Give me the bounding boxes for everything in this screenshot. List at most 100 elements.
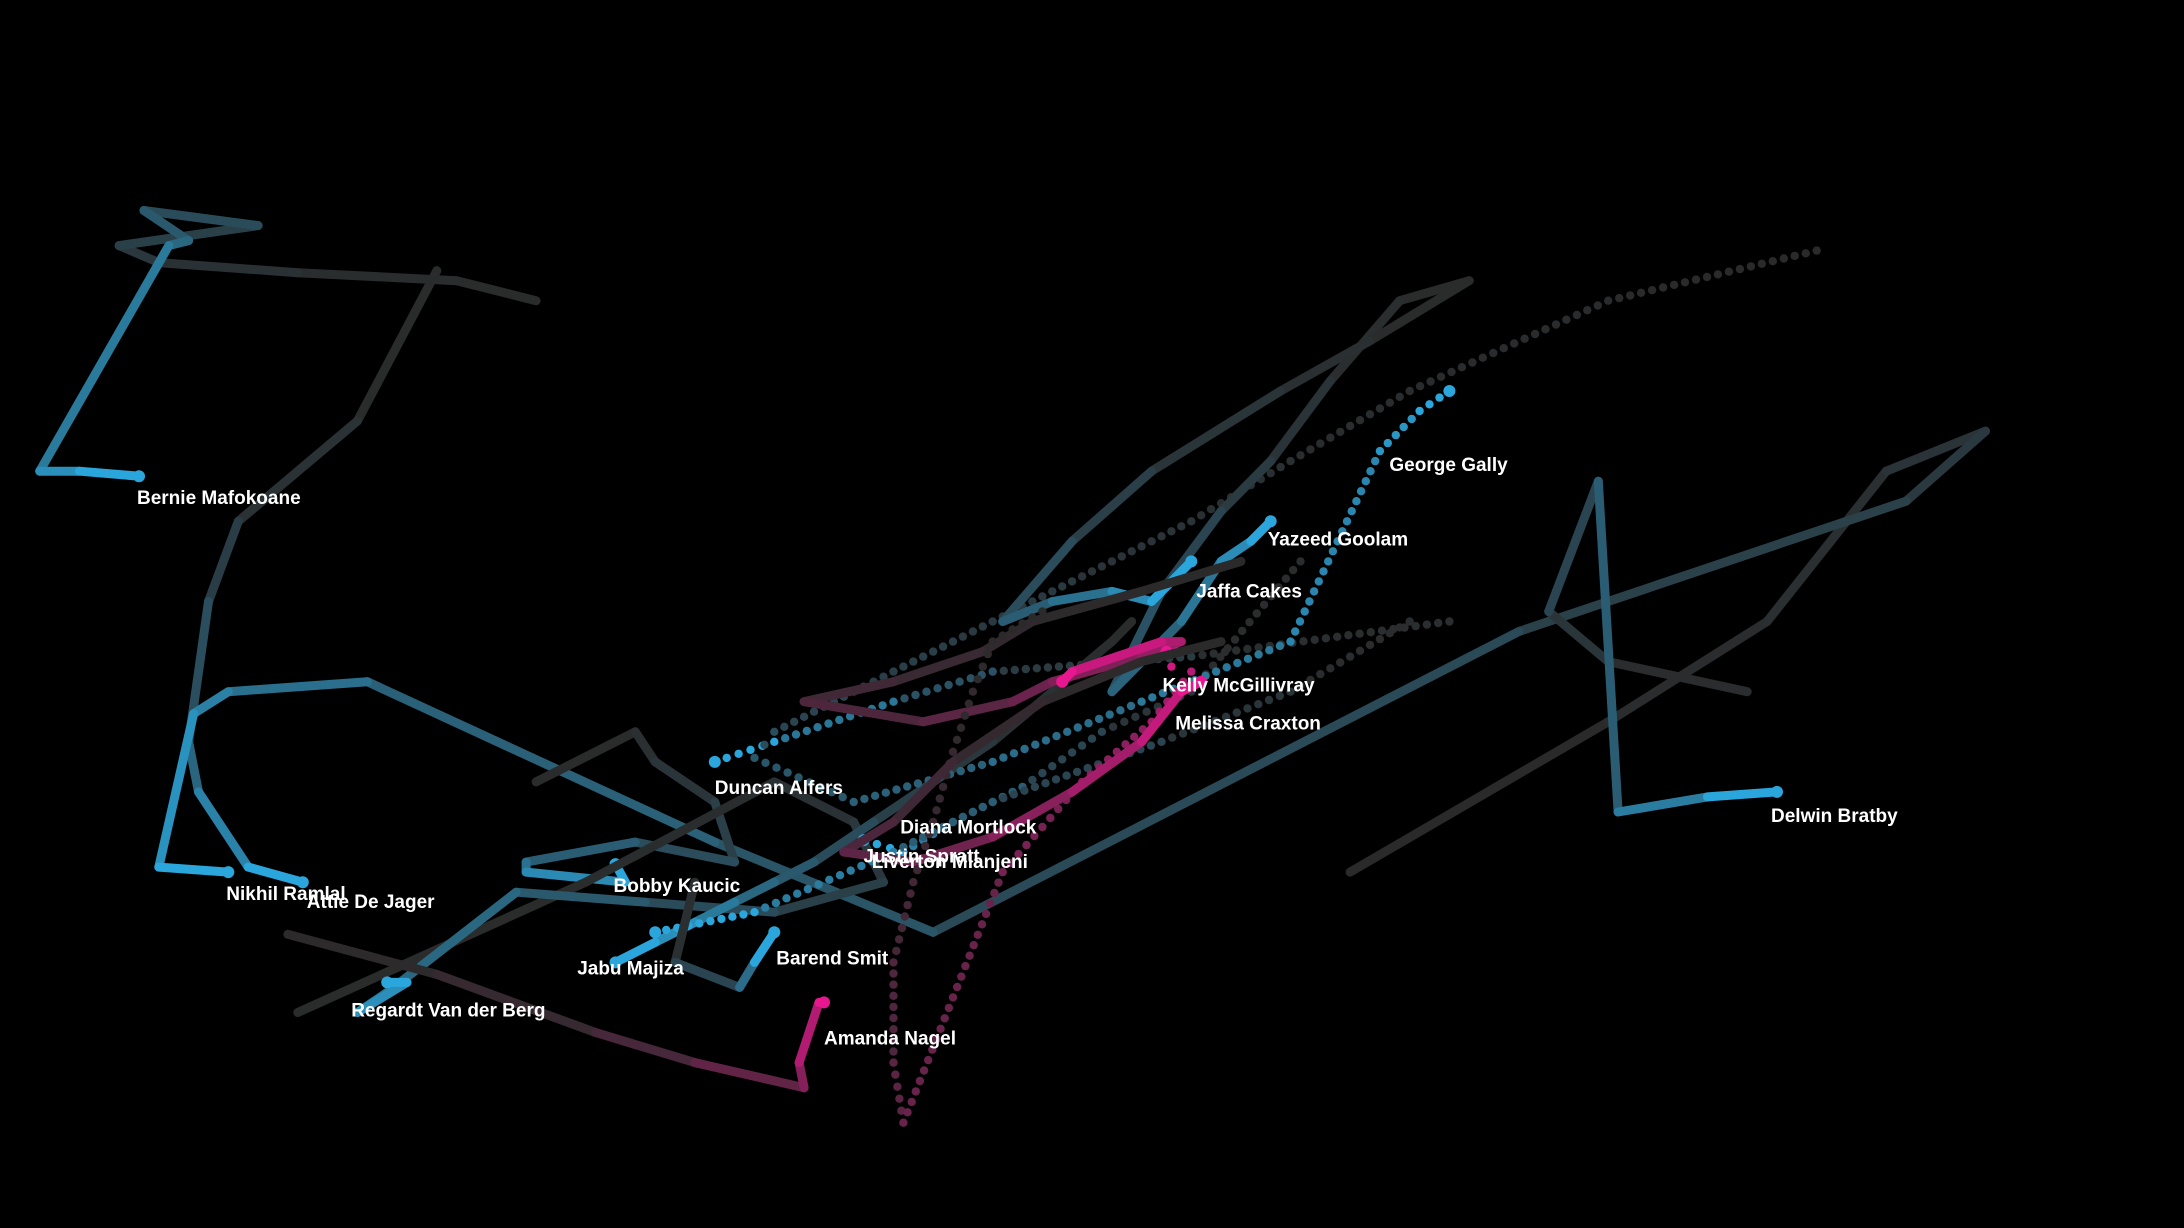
trail-dot bbox=[1189, 725, 1199, 734]
trail-dot bbox=[717, 914, 726, 924]
trail-dot bbox=[1243, 704, 1252, 713]
trail-dot bbox=[1030, 831, 1039, 841]
trail-dot bbox=[895, 1094, 904, 1103]
trail-segment bbox=[1881, 426, 1990, 476]
trail-segment bbox=[1603, 657, 1752, 697]
trail-dot bbox=[750, 753, 759, 763]
trail-segment bbox=[352, 266, 442, 426]
trail-dot bbox=[827, 788, 836, 797]
trail-dot bbox=[857, 861, 866, 871]
trail-segment bbox=[928, 627, 1524, 937]
trail-dot bbox=[813, 723, 822, 732]
trail-dot bbox=[906, 889, 915, 898]
trail-segment bbox=[630, 727, 660, 767]
trail-dot bbox=[1097, 727, 1107, 736]
trail-dot bbox=[1157, 532, 1166, 541]
trail-segment bbox=[74, 466, 144, 481]
trail-segment bbox=[799, 697, 928, 727]
trail-dot bbox=[1366, 467, 1375, 476]
trail-dot bbox=[911, 690, 920, 700]
trail-dot bbox=[1371, 456, 1380, 466]
trail-dot bbox=[1385, 629, 1395, 638]
trail-segment bbox=[611, 937, 660, 967]
trail-dot bbox=[968, 687, 978, 696]
trail-dot bbox=[1499, 344, 1508, 353]
trail-segment bbox=[35, 241, 174, 476]
trail-dot bbox=[1411, 621, 1420, 631]
trail-dot bbox=[988, 757, 997, 767]
trail-dot bbox=[1048, 587, 1057, 596]
trail-dot bbox=[928, 1045, 937, 1054]
trail-dot bbox=[948, 993, 958, 1002]
trail-dot bbox=[1405, 386, 1414, 396]
trail-dot bbox=[1426, 377, 1435, 386]
trail-dot bbox=[1177, 522, 1186, 531]
trail-segment bbox=[988, 787, 1077, 842]
trail-dot bbox=[889, 969, 898, 978]
trail-dot bbox=[968, 627, 978, 636]
trail-segment bbox=[769, 877, 888, 917]
trail-dot bbox=[761, 758, 770, 767]
trail-dot bbox=[1345, 421, 1355, 431]
series-label: Delwin Bratby bbox=[1771, 806, 1898, 827]
trail-segment bbox=[918, 697, 1018, 727]
trail-segment bbox=[1067, 737, 1147, 797]
trail-segment bbox=[1593, 476, 1623, 817]
trail-dot bbox=[1356, 487, 1366, 496]
trail-segment bbox=[154, 258, 303, 278]
trail-dot bbox=[1286, 456, 1295, 466]
trail-dot bbox=[1510, 339, 1519, 348]
trail-segment bbox=[1514, 496, 1911, 636]
trail-dot bbox=[1054, 804, 1063, 814]
trail-dot bbox=[1067, 748, 1077, 757]
trail-dot bbox=[1038, 768, 1047, 778]
trail-dot bbox=[1626, 291, 1635, 300]
trail-segment bbox=[531, 727, 640, 787]
trail-dot bbox=[870, 791, 880, 800]
trail-dot bbox=[802, 726, 811, 736]
trail-dot bbox=[988, 617, 997, 626]
series-diana-mortlock bbox=[799, 556, 1246, 727]
trail-dot bbox=[1366, 628, 1376, 637]
trail-dot bbox=[1520, 334, 1529, 343]
trail-dot bbox=[973, 930, 982, 939]
trail-dot bbox=[1647, 286, 1657, 295]
trail-dot bbox=[772, 763, 781, 772]
trail-dot bbox=[1746, 262, 1756, 271]
trail-dot bbox=[1020, 744, 1029, 754]
trail-dot bbox=[1028, 597, 1037, 606]
trail-segment bbox=[194, 787, 253, 872]
trail-dot bbox=[1604, 296, 1613, 305]
trail-dot bbox=[1385, 398, 1395, 407]
trail-dot bbox=[1274, 583, 1283, 592]
trail-dot bbox=[1383, 438, 1393, 448]
trail-dot bbox=[1216, 652, 1225, 662]
trail-dot bbox=[957, 972, 966, 981]
trail-segment bbox=[432, 969, 601, 1037]
trail-head-point bbox=[1185, 555, 1198, 568]
trail-dot bbox=[1179, 677, 1188, 686]
trail-dot bbox=[1310, 635, 1319, 644]
trail-dot bbox=[1790, 251, 1799, 261]
trail-dot bbox=[1344, 631, 1353, 640]
trail-head-point bbox=[1443, 385, 1456, 397]
series-label: Melissa Craxton bbox=[1175, 714, 1321, 735]
trail-dot bbox=[1316, 669, 1325, 679]
trail-dot bbox=[1264, 695, 1274, 705]
trail-dot bbox=[1077, 572, 1087, 581]
trail-segment bbox=[511, 887, 650, 907]
trail-dot bbox=[978, 662, 987, 671]
trail-dot bbox=[1375, 404, 1385, 413]
series-amanda-nagel bbox=[283, 929, 830, 1093]
trail-head-point bbox=[296, 876, 309, 889]
trail-dot bbox=[881, 788, 890, 797]
trail-segment bbox=[1603, 617, 1772, 727]
trail-segment bbox=[650, 757, 720, 807]
trail-dot bbox=[938, 822, 948, 832]
trail-dot bbox=[750, 908, 759, 917]
trail-segment bbox=[1027, 586, 1147, 626]
trail-head-point bbox=[1056, 675, 1069, 688]
trail-dot bbox=[1352, 497, 1361, 506]
